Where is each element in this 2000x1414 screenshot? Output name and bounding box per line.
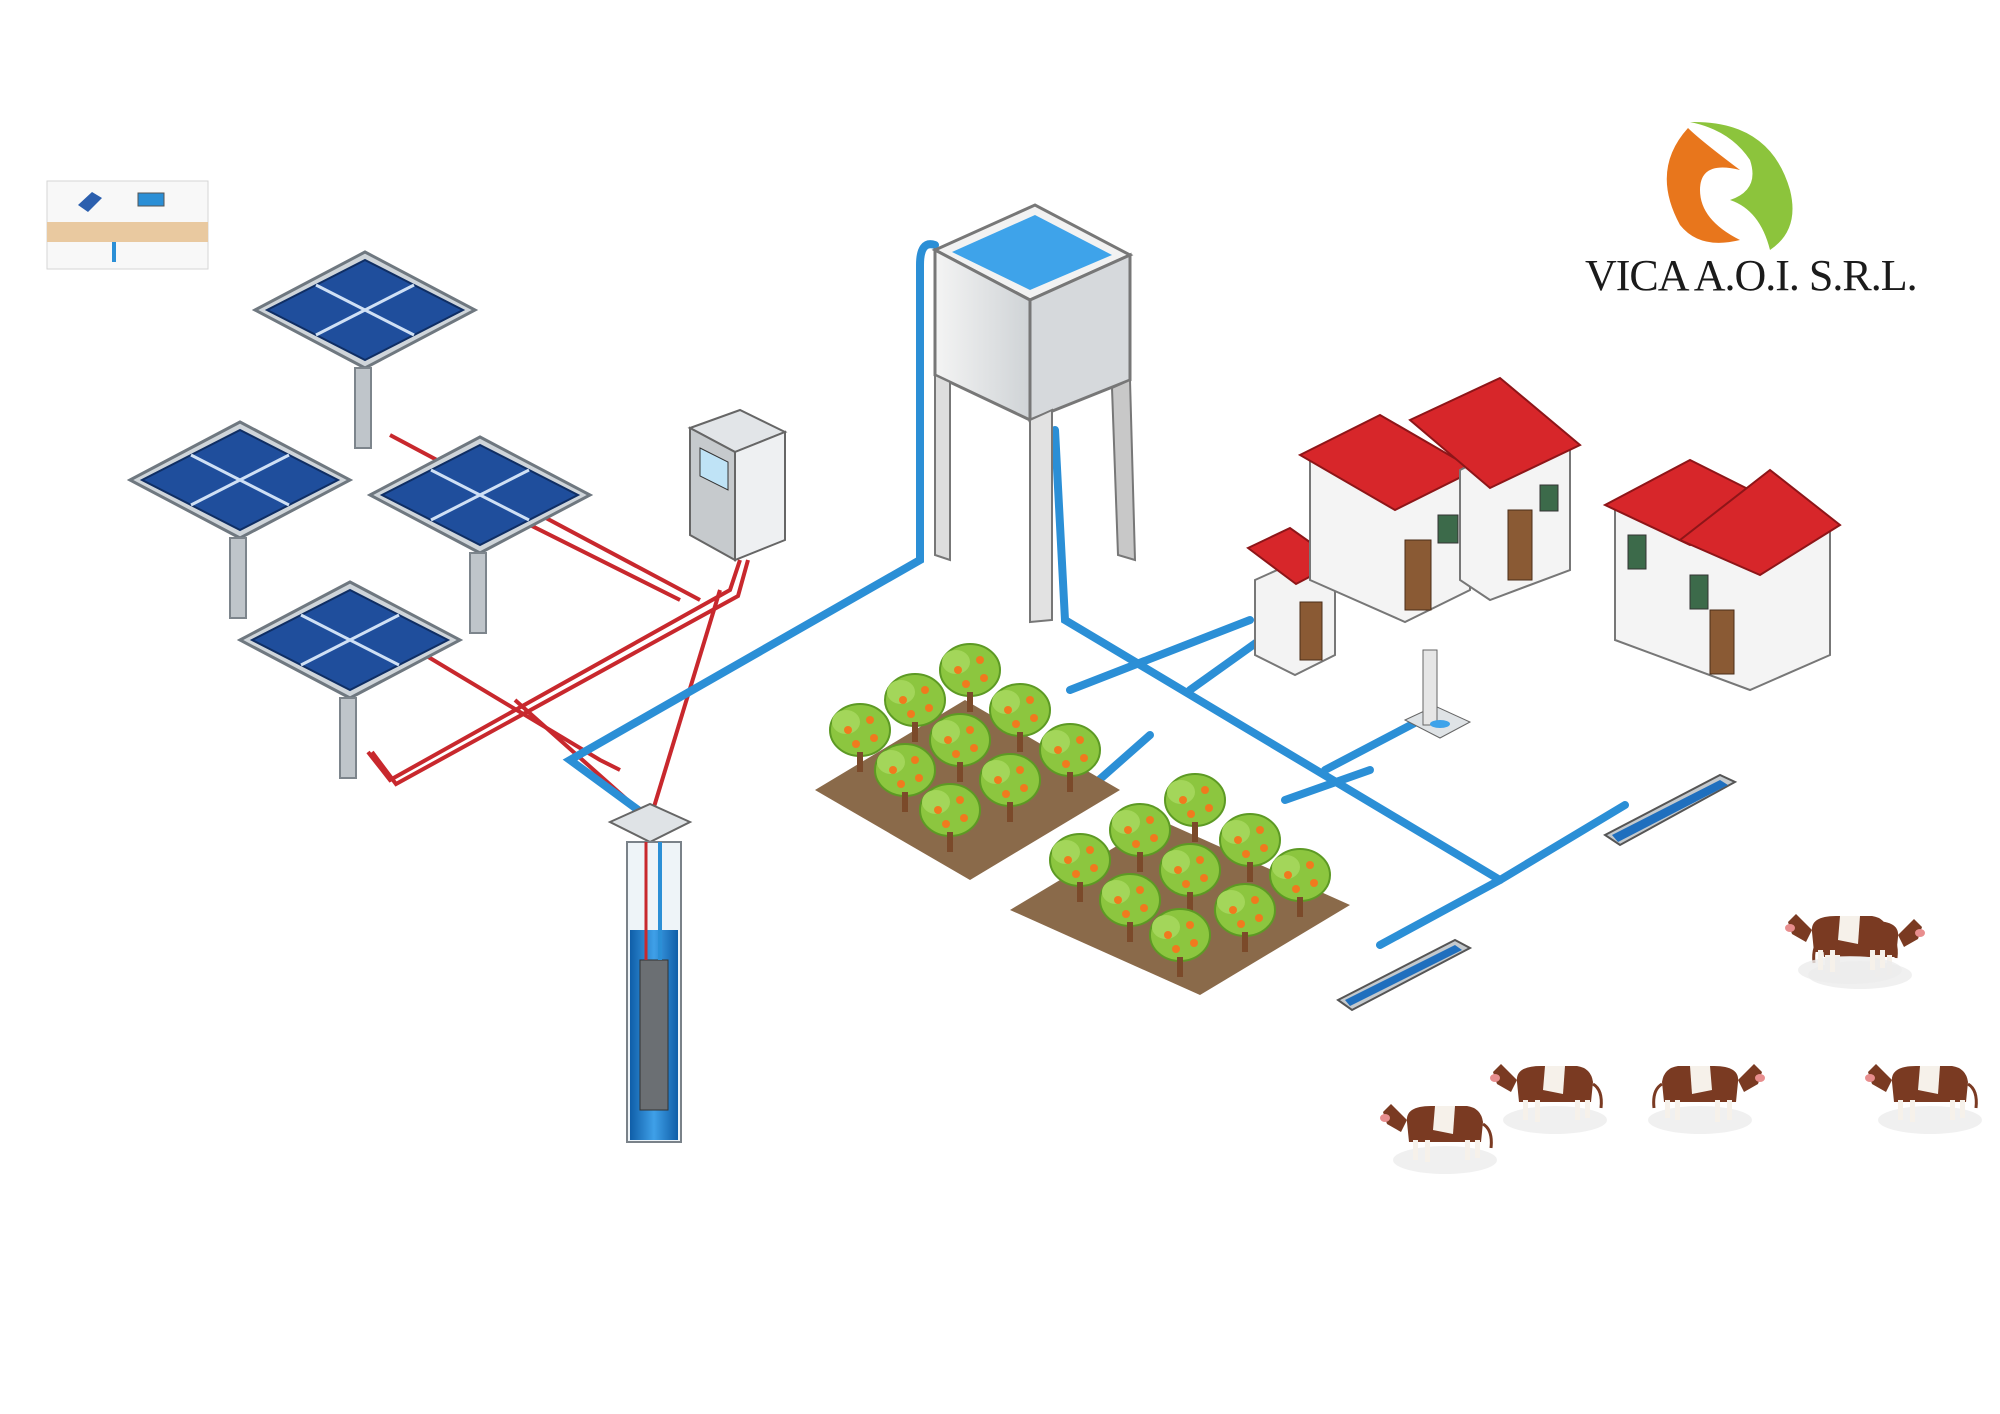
faucet-icon (1403, 649, 1472, 739)
solar-panel-icon (128, 420, 352, 620)
thumbnail-schematic (46, 180, 209, 270)
submersible-pump-icon (607, 802, 693, 1143)
solar-panel-icon (78, 192, 102, 212)
cow-icon (1646, 1062, 1767, 1136)
control-box-icon (687, 408, 788, 562)
house-icon (1602, 458, 1842, 692)
orchard (815, 643, 1350, 995)
cow-icon (1783, 912, 1904, 986)
cow-icon (1863, 1062, 1984, 1136)
cow-icon (1378, 1102, 1499, 1176)
cow-icon (1488, 1062, 1609, 1136)
solar-panel-icon (238, 580, 462, 780)
water-trough-icon (1336, 938, 1473, 1012)
solar-panel-icon (368, 435, 592, 635)
vica-logo-icon (1666, 121, 1793, 250)
solar-panel-icon (253, 250, 477, 450)
brand-name: VICA A.O.I. S.R.L. (1585, 251, 1918, 300)
house-icon (1297, 376, 1582, 624)
water-trough-icon (1603, 773, 1738, 847)
water-tank-icon (931, 203, 1137, 624)
